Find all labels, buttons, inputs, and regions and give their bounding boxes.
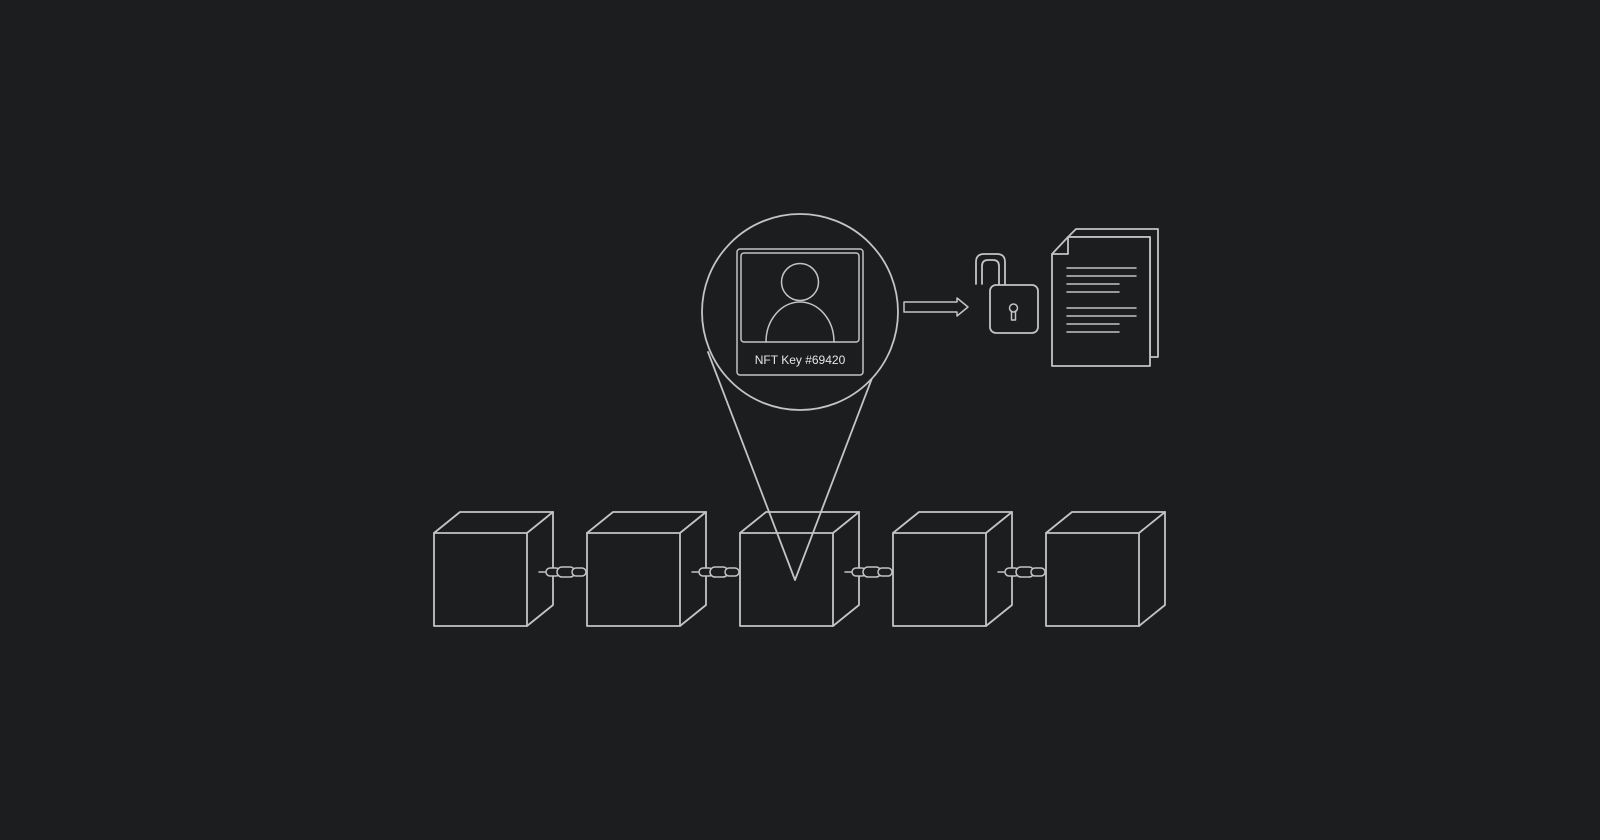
- block-2: [586, 511, 707, 627]
- documents-icon: [1051, 228, 1159, 367]
- person-icon: [765, 262, 835, 343]
- unlocked-padlock-icon: [975, 253, 1039, 334]
- magnifier: [701, 213, 899, 581]
- chain-link-icon: [844, 566, 894, 578]
- chain-links: [538, 566, 1047, 578]
- document-text-lines: [1066, 267, 1137, 333]
- chain-link-icon: [538, 566, 588, 578]
- chain-link-icon: [691, 566, 741, 578]
- arrow-right-icon: [903, 297, 969, 317]
- nft-card: NFT Key #69420: [736, 248, 864, 376]
- nft-key-label: NFT Key #69420: [755, 353, 846, 367]
- block-1: [433, 511, 554, 627]
- chain-link-icon: [997, 566, 1047, 578]
- blockchain-blocks: [433, 511, 1166, 627]
- block-4: [892, 511, 1013, 627]
- block-3: [739, 511, 860, 627]
- block-5: [1045, 511, 1166, 627]
